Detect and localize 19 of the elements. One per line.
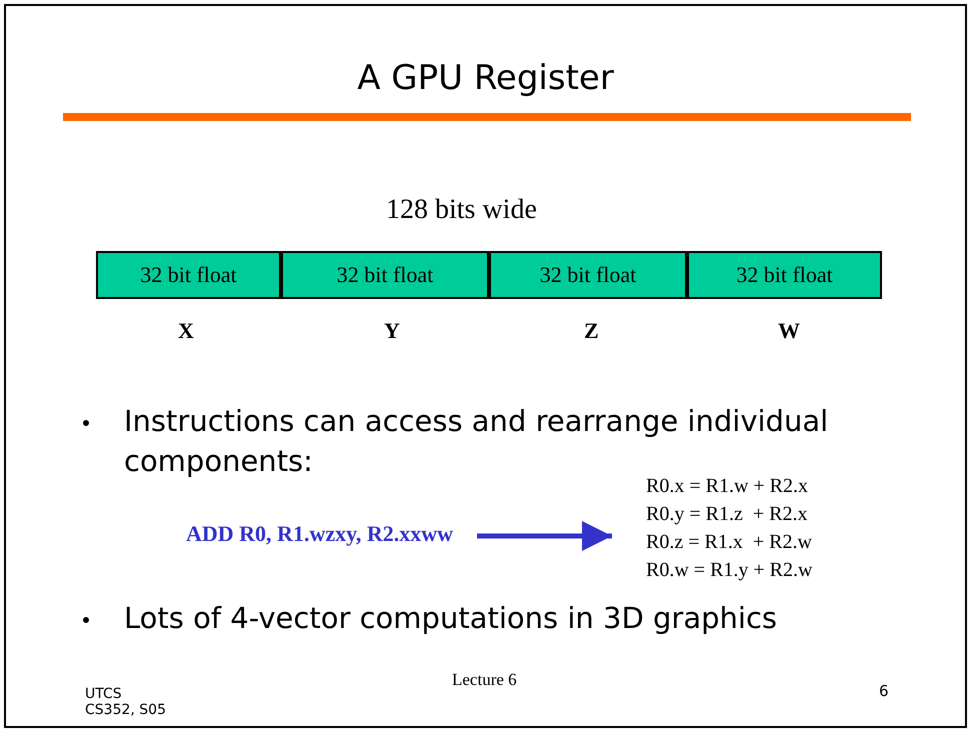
equation-line: R0.z = R1.x + R2.w xyxy=(646,530,812,555)
equation-line: R0.y = R1.z + R2.x xyxy=(646,502,808,527)
slide-title: A GPU Register xyxy=(356,58,615,98)
component-letter: Y xyxy=(384,318,400,344)
register-field: 32 bit float xyxy=(687,251,882,299)
bullet-text: Lots of 4-vector computations in 3D graphics xyxy=(124,600,778,637)
arrow xyxy=(477,521,612,551)
footer-text: Lecture 6 xyxy=(452,670,517,690)
equation-line: R0.w = R1.y + R2.w xyxy=(646,558,812,583)
page-number: 6 xyxy=(879,682,889,700)
register-field: 32 bit float xyxy=(281,251,489,299)
component-letter: W xyxy=(778,318,800,344)
component-letter: Z xyxy=(584,318,599,344)
register-field: 32 bit float xyxy=(489,251,687,299)
register-field: 32 bit float xyxy=(96,251,281,299)
instruction-text: ADD R0, R1.wzxy, R2.xxww xyxy=(186,514,454,554)
component-letter: X xyxy=(178,318,194,344)
footer-text: UTCS CS352, S05 xyxy=(85,686,167,718)
width-label: 128 bits wide xyxy=(386,194,537,226)
